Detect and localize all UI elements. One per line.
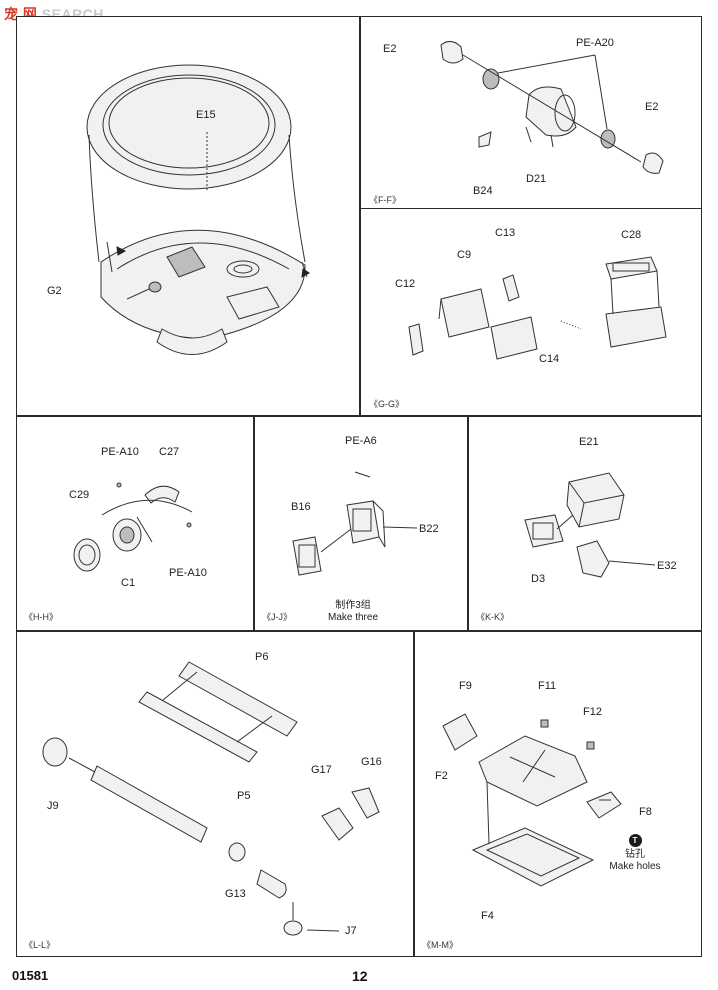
section-label-g-g: 《G-G》 — [369, 399, 404, 409]
section-label-l-l: 《L-L》 — [24, 940, 56, 950]
part-label-pe-a6: PE-A6 — [345, 435, 377, 447]
k-k-assembly-drawing — [469, 417, 703, 632]
part-label-g16: G16 — [361, 756, 382, 768]
part-label-c29: C29 — [69, 489, 90, 501]
make-holes-note-en: Make holes — [609, 861, 661, 872]
part-label-f8: F8 — [639, 806, 652, 818]
f-f-assembly-drawing — [361, 17, 703, 210]
part-label-pe-a10-top: PE-A10 — [101, 446, 139, 458]
part-label-e15: E15 — [196, 109, 216, 121]
part-label-c14: C14 — [539, 353, 560, 365]
page-number: 12 — [352, 968, 368, 984]
section-label-f-f: 《F-F》 — [369, 195, 401, 205]
part-label-e32: E32 — [657, 560, 677, 572]
l-l-assembly-drawing — [17, 632, 415, 958]
panel-l-l: P6 P5 J9 G17 G16 G13 J7 《L-L》 — [16, 631, 414, 957]
make-three-note: 制作3组 Make three — [313, 600, 393, 624]
part-label-p5: P5 — [237, 790, 251, 802]
h-h-assembly-drawing — [17, 417, 255, 632]
section-label-m-m: 《M-M》 — [422, 940, 458, 950]
m-m-assembly-drawing — [415, 632, 703, 958]
part-label-p6: P6 — [255, 651, 269, 663]
make-holes-note: T 钻孔 Make holes — [595, 834, 675, 873]
part-label-f12: F12 — [583, 706, 602, 718]
part-label-f11: F11 — [538, 680, 557, 692]
panel-k-k: E21 D3 E32 《K-K》 — [468, 416, 702, 631]
part-label-pe-a10-bottom: PE-A10 — [169, 567, 207, 579]
panel-m-m: F9 F11 F12 F2 F8 F4 T 钻孔 Make holes 《M-M… — [414, 631, 702, 957]
part-label-c1: C1 — [121, 577, 136, 589]
panel-h-h: PE-A10 C27 C29 C1 PE-A10 《H-H》 — [16, 416, 254, 631]
j-j-assembly-drawing — [255, 417, 469, 632]
part-label-e21: E21 — [579, 436, 599, 448]
make-three-note-en: Make three — [327, 612, 379, 623]
part-label-d21: D21 — [526, 173, 547, 185]
part-label-e2-right: E2 — [645, 101, 659, 113]
part-label-d3: D3 — [531, 573, 546, 585]
g-g-assembly-drawing — [361, 209, 703, 417]
part-label-b24: B24 — [473, 185, 493, 197]
tool-t-badge: T — [628, 834, 642, 847]
part-label-g13: G13 — [225, 888, 246, 900]
panel-f-f: E2 PE-A20 E2 B24 D21 《F-F》 — [360, 16, 702, 209]
make-holes-note-cn: 钻孔 — [625, 849, 645, 860]
part-label-c9: C9 — [457, 249, 472, 261]
part-label-f4: F4 — [481, 910, 494, 922]
part-label-c28: C28 — [621, 229, 642, 241]
part-label-g2: G2 — [47, 285, 62, 297]
make-three-note-cn: 制作3组 — [335, 600, 371, 611]
part-label-pe-a20: PE-A20 — [576, 37, 614, 49]
kit-code: 01581 — [12, 968, 49, 983]
turret-basket-drawing — [17, 17, 361, 417]
part-label-f2: F2 — [435, 770, 448, 782]
panel-j-j: PE-A6 B16 B22 制作3组 Make three 《J-J》 — [254, 416, 468, 631]
part-label-c13: C13 — [495, 227, 516, 239]
section-label-j-j: 《J-J》 — [262, 612, 292, 622]
part-label-j9: J9 — [47, 800, 59, 812]
section-label-k-k: 《K-K》 — [476, 612, 510, 622]
part-label-b16: B16 — [291, 501, 311, 513]
part-label-f9: F9 — [459, 680, 472, 692]
part-label-j7: J7 — [345, 925, 357, 937]
panel-g-g: C13 C28 C9 C12 C14 《G-G》 — [360, 208, 702, 416]
panel-main: E15 G2 — [16, 16, 360, 416]
part-label-c12: C12 — [395, 278, 416, 290]
part-label-e2-top: E2 — [383, 43, 397, 55]
part-label-g17: G17 — [311, 764, 332, 776]
section-label-h-h: 《H-H》 — [24, 612, 58, 622]
part-label-c27: C27 — [159, 446, 180, 458]
part-label-b22: B22 — [419, 523, 439, 535]
